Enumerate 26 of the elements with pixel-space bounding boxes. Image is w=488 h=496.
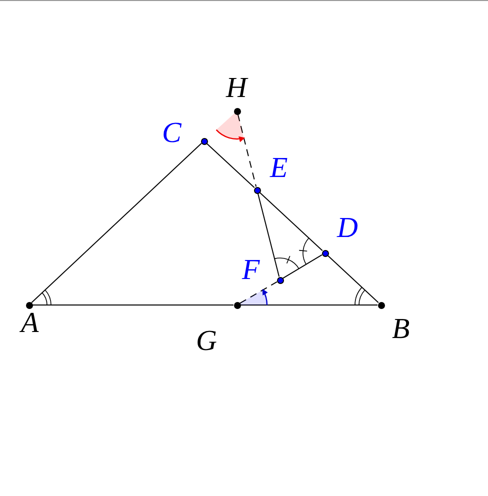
line-segment (257, 192, 280, 278)
point (26, 302, 32, 308)
line-segment (32, 304, 234, 306)
point-label: H (226, 73, 247, 103)
point-label: F (242, 255, 260, 285)
dashed-line-segment (240, 281, 278, 304)
point (234, 108, 240, 114)
point (200, 138, 208, 144)
point (378, 302, 384, 308)
line-segment (240, 304, 378, 306)
point-label: A (21, 308, 39, 338)
dashed-line-segment (237, 114, 257, 188)
line-segment (327, 254, 379, 304)
point-label: G (196, 326, 217, 356)
line-segment (259, 192, 323, 252)
point (234, 302, 240, 308)
point (322, 250, 328, 256)
point (276, 276, 284, 284)
line-segment (31, 142, 202, 304)
point-label: C (162, 118, 182, 148)
line-segment (206, 142, 255, 188)
point (254, 186, 260, 194)
point-label: B (392, 314, 410, 344)
line-segment (282, 254, 322, 279)
point-label: D (337, 213, 358, 243)
point-label: E (270, 153, 288, 183)
